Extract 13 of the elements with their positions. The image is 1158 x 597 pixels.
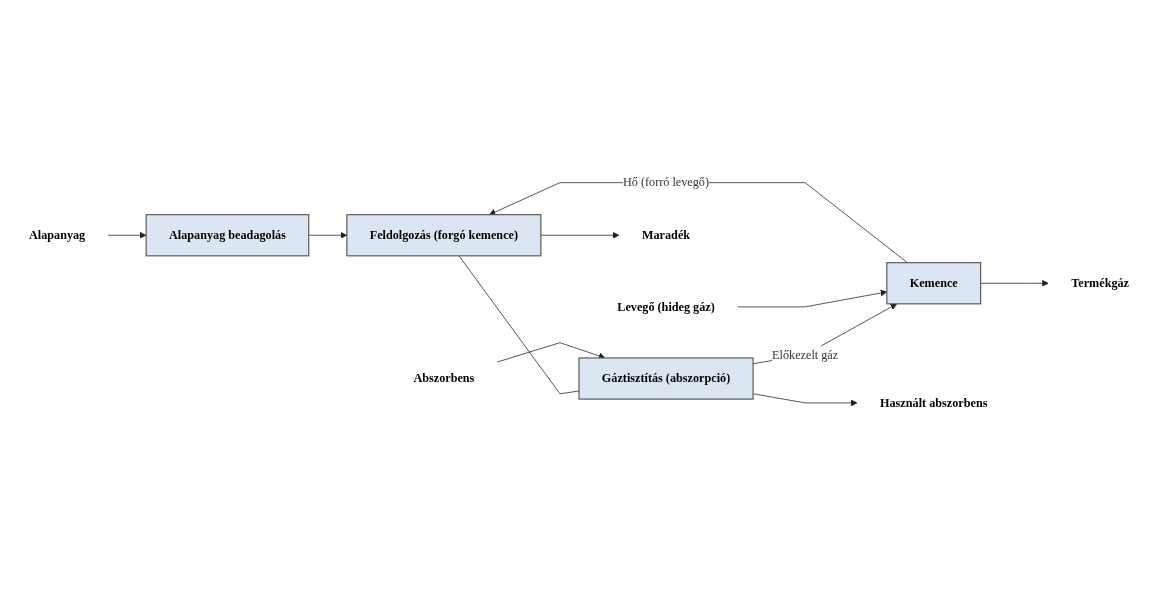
node-box: Kemence bbox=[886, 262, 982, 305]
connector bbox=[458, 255, 580, 395]
node-text: Levegő (hideg gáz) bbox=[617, 300, 715, 313]
node-text: Alapanyag bbox=[28, 228, 86, 242]
node-box: Feldolgozás (forgó kemence) bbox=[346, 214, 542, 257]
node-text: Termékgáz bbox=[1071, 276, 1130, 290]
node-text: Használt abszorbens bbox=[880, 396, 988, 409]
node-text: Abszorbens bbox=[413, 371, 475, 385]
node-box: Alapanyag beadagolás bbox=[145, 214, 310, 257]
edge-label: Előkezelt gáz bbox=[772, 348, 839, 361]
node-box: Gáztisztítás (abszorpció) bbox=[578, 357, 754, 400]
node-text: Maradék bbox=[641, 228, 691, 242]
edge-label: Hő (forró levegő) bbox=[623, 175, 710, 189]
